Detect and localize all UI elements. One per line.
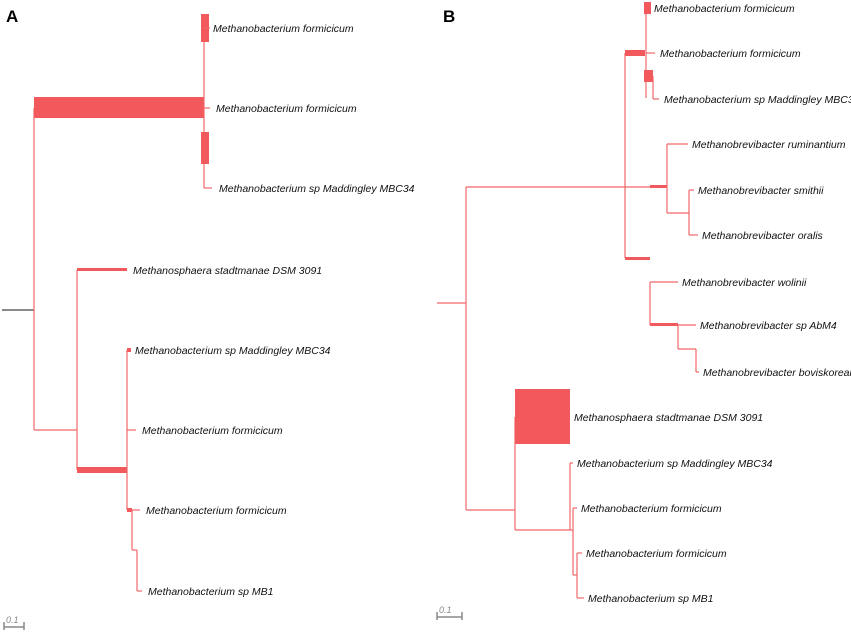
panel-a-leaf: Methanobacterium formicicum <box>213 23 354 35</box>
panel-b-leaf: Methanobrevibacter ruminantium <box>692 139 846 151</box>
panel-a-label: A <box>6 7 18 26</box>
panel-a-scale-bar: 0.1 <box>3 615 25 630</box>
panel-a-highlight-branch <box>127 348 131 352</box>
panel-a-highlight-branch <box>34 97 204 118</box>
panel-b-leaf: Methanobrevibacter wolinii <box>682 277 807 289</box>
panel-b-leaf: Methanosphaera stadtmanae DSM 3091 <box>574 412 763 424</box>
panel-b-highlight-branch <box>650 185 667 188</box>
panel-b-leaf: Methanobacterium sp Maddingley MBC34 <box>664 94 851 106</box>
panel-b-highlight-branch <box>515 389 570 444</box>
panel-b-leaf: Methanobrevibacter sp AbM4 <box>700 320 837 332</box>
panel-a-leaf: Methanobacterium sp Maddingley MBC34 <box>135 345 331 357</box>
panel-b-scale-bar: 0.1 <box>436 605 463 620</box>
panel-a-leaf: Methanobacterium sp Maddingley MBC34 <box>219 183 415 195</box>
panel-b-highlight-branch <box>644 70 653 82</box>
panel-a-leaf: Methanobacterium formicicum <box>146 505 287 517</box>
panel-a-scale-label: 0.1 <box>6 615 19 625</box>
panel-b-leaf: Methanobrevibacter oralis <box>702 230 824 242</box>
panel-b-highlight-branch <box>625 257 650 260</box>
panel-a-highlight-branch <box>77 268 127 271</box>
panel-b-highlight-branch <box>625 50 645 56</box>
panel-a-highlight-branch <box>77 467 127 473</box>
panel-b-leaf: Methanobrevibacter smithii <box>698 185 824 197</box>
panel-b-leaf: Methanobacterium formicicum <box>586 548 727 560</box>
panel-a-leaf: Methanobacterium formicicum <box>142 425 283 437</box>
panel-b-leaf: Methanobacterium formicicum <box>660 48 801 60</box>
panel-a-leaf: Methanobacterium sp MB1 <box>148 586 273 598</box>
panel-a-highlight-branch <box>127 508 132 512</box>
panel-b-leaf: Methanobacterium sp Maddingley MBC34 <box>577 458 773 470</box>
panel-b: B <box>436 2 851 620</box>
panel-a-leaf: Methanobacterium formicicum <box>216 103 357 115</box>
panel-b-leaf: Methanobacterium formicicum <box>581 503 722 515</box>
panel-b-highlight-branch <box>650 323 678 326</box>
panel-a: A Methanobacterium formicicum Methanobac… <box>2 7 415 630</box>
panel-b-highlight-branch <box>644 2 651 14</box>
panel-b-leaf: Methanobacterium sp MB1 <box>588 593 713 605</box>
panel-a-leaf: Methanosphaera stadtmanae DSM 3091 <box>133 265 322 277</box>
panel-b-scale-label: 0.1 <box>439 605 452 615</box>
panel-b-leaf: Methanobacterium formicicum <box>654 3 795 15</box>
panel-a-highlight-branch <box>201 132 209 164</box>
panel-b-leaf: Methanobrevibacter boviskoreani <box>703 367 851 379</box>
panel-b-label: B <box>443 7 455 26</box>
